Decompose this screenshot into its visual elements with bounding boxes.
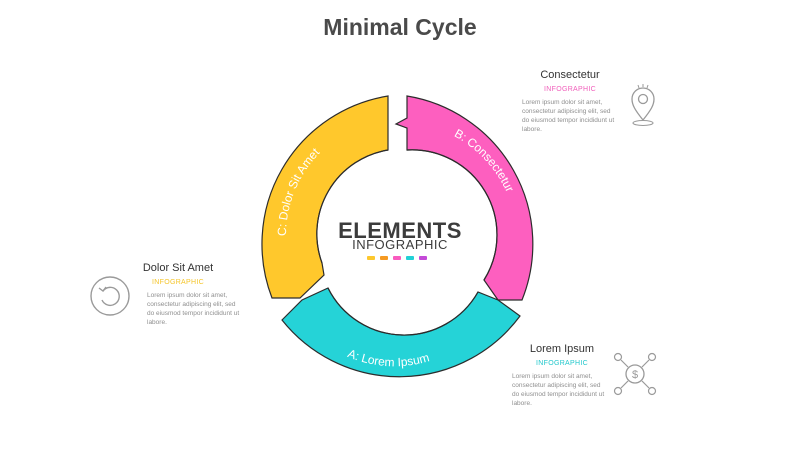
color-dot <box>367 256 375 260</box>
text-block-bottom-right: Lorem Ipsum INFOGRAPHIC Lorem ipsum dolo… <box>512 343 652 408</box>
block-heading: Consectetur <box>540 69 600 81</box>
block-subheading: INFOGRAPHIC <box>544 86 596 93</box>
color-dot <box>419 256 427 260</box>
block-body: Lorem ipsum dolor sit amet, consectetur … <box>522 99 615 133</box>
center-subtitle: INFOGRAPHIC <box>352 237 448 252</box>
page-title: Minimal Cycle <box>323 14 477 40</box>
color-dot <box>406 256 414 260</box>
svg-text:$: $ <box>632 369 638 381</box>
center-color-dots <box>367 256 427 260</box>
block-subheading: INFOGRAPHIC <box>536 360 588 367</box>
block-body: Lorem ipsum dolor sit amet, consectetur … <box>512 373 605 407</box>
refresh-icon <box>90 276 130 316</box>
text-block-left: Dolor Sit Amet INFOGRAPHIC Lorem ipsum d… <box>143 262 287 327</box>
money-network-icon: $ <box>613 352 657 396</box>
block-body: Lorem ipsum dolor sit amet, consectetur … <box>147 292 240 326</box>
block-heading: Dolor Sit Amet <box>142 262 214 274</box>
center-title: ELEMENTS <box>338 218 462 243</box>
location-pin-icon <box>631 84 655 127</box>
color-dot <box>393 256 401 260</box>
block-subheading: INFOGRAPHIC <box>152 279 204 286</box>
block-heading: Lorem Ipsum <box>529 343 595 355</box>
text-block-top-right: Consectetur INFOGRAPHIC Lorem ipsum dolo… <box>522 69 662 134</box>
color-dot <box>380 256 388 260</box>
segment-b-shape[interactable] <box>394 95 534 301</box>
